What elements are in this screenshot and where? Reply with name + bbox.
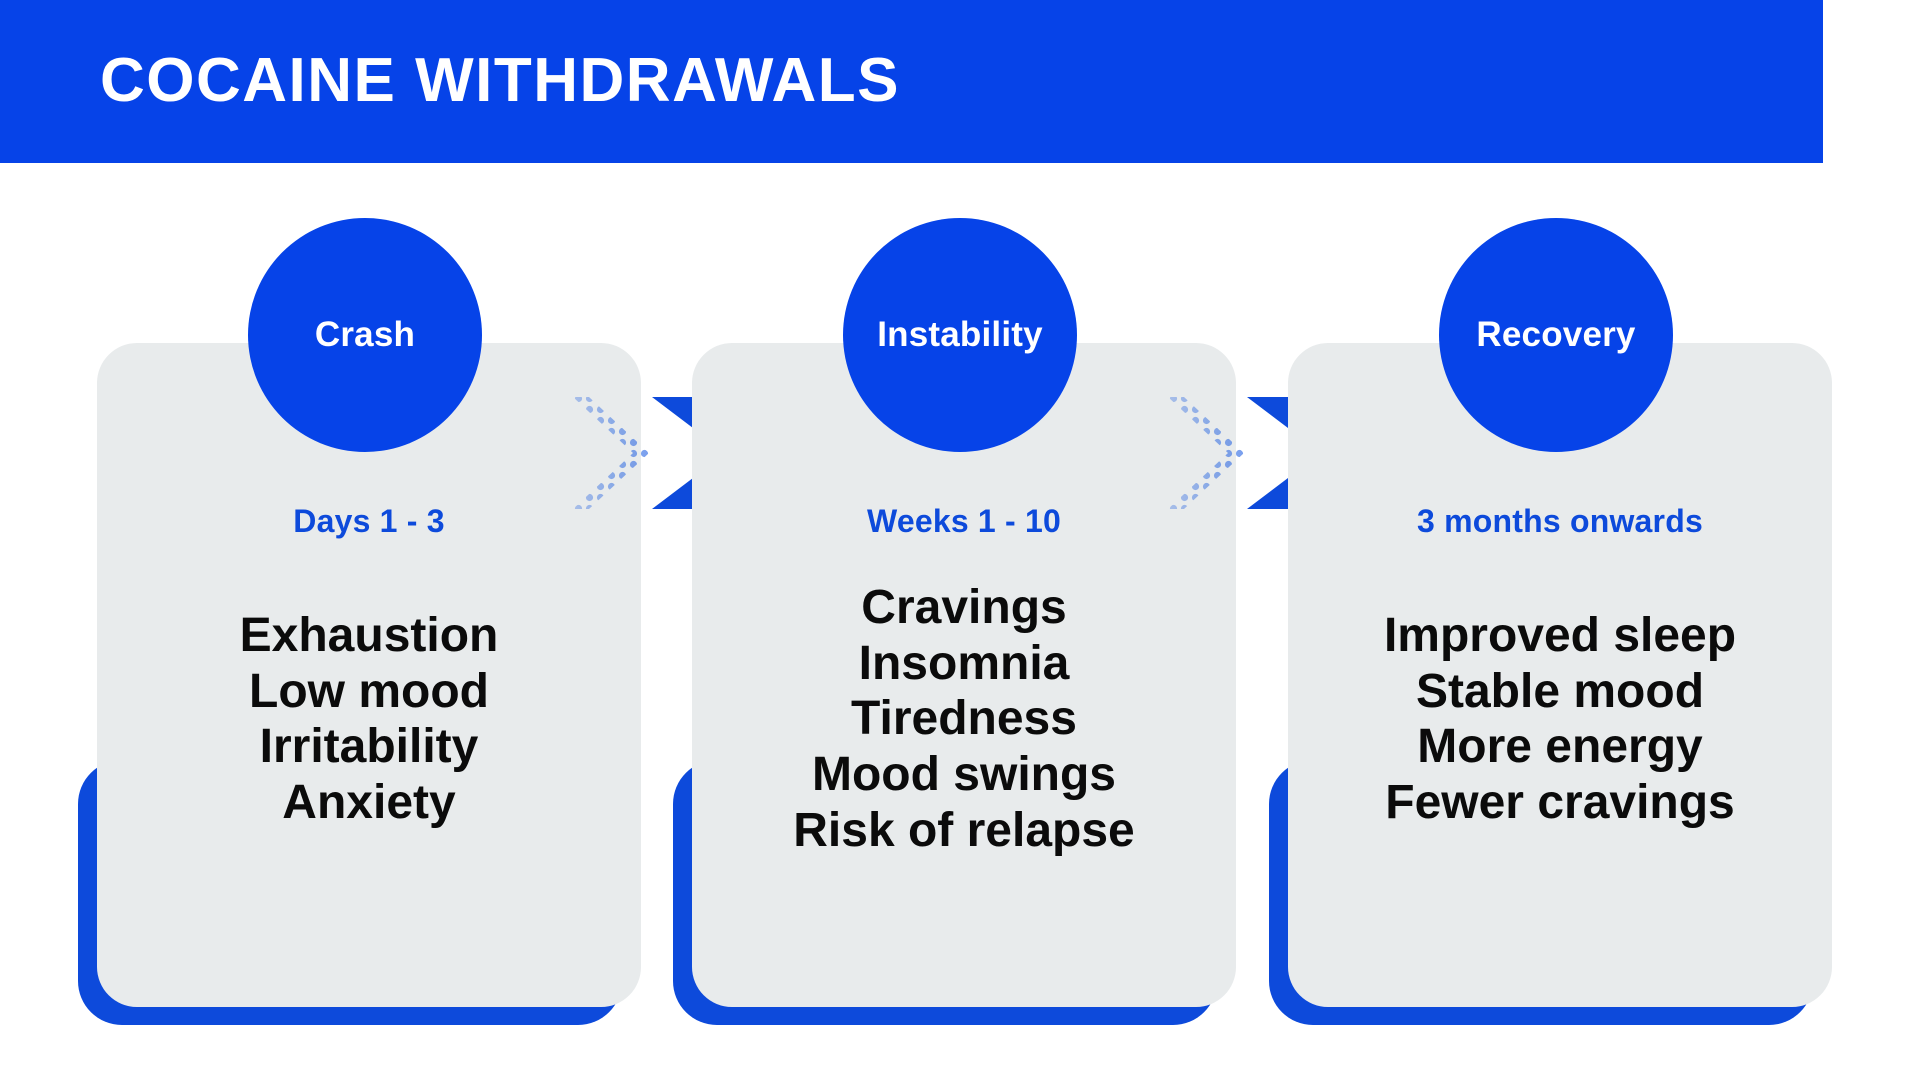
stage-name-label: Crash bbox=[314, 315, 416, 354]
page-title: COCAINE WITHDRAWALS bbox=[100, 46, 901, 115]
stage-card bbox=[692, 343, 1236, 1007]
header-bar: COCAINE WITHDRAWALS bbox=[0, 0, 1823, 163]
stage-instability: Weeks 1 - 10 Cravings Insomnia Tiredness… bbox=[673, 0, 1236, 1080]
stage-badge-circle: Crash bbox=[248, 218, 482, 452]
stage-name-label: Recovery bbox=[1476, 315, 1636, 354]
list-item: Low mood bbox=[249, 664, 489, 718]
list-item: Improved sleep bbox=[1383, 609, 1737, 662]
stage-badge-circle: Instability bbox=[843, 218, 1077, 452]
list-item: More energy bbox=[1417, 720, 1703, 774]
stage-name-label: Instability bbox=[877, 315, 1043, 354]
stage-badge-circle: Recovery bbox=[1439, 218, 1673, 452]
list-item: Fewer cravings bbox=[1385, 776, 1735, 830]
list-item: Tiredness bbox=[851, 692, 1077, 746]
list-item: Mood swings bbox=[812, 748, 1116, 802]
stage-crash: Days 1 - 3 Exhaustion Low mood Irritabil… bbox=[78, 0, 641, 1080]
list-item: Anxiety bbox=[282, 776, 456, 830]
stage-symptom-list: Exhaustion Low mood Irritability Anxiety bbox=[97, 608, 641, 831]
stage-symptom-list: Improved sleep Stable mood More energy F… bbox=[1288, 608, 1832, 831]
list-item: Irritability bbox=[259, 720, 479, 774]
list-item: Stable mood bbox=[1415, 664, 1705, 718]
stage-duration: 3 months onwards bbox=[1417, 503, 1703, 539]
stage-symptom-list: Cravings Insomnia Tiredness Mood swings … bbox=[692, 580, 1236, 858]
list-item: Risk of relapse bbox=[793, 803, 1135, 857]
stage-recovery: 3 months onwards Improved sleep Stable m… bbox=[1269, 0, 1832, 1080]
list-item: Cravings bbox=[861, 581, 1067, 634]
stage-duration: Weeks 1 - 10 bbox=[867, 503, 1061, 539]
list-item: Insomnia bbox=[858, 636, 1070, 690]
stage-duration: Days 1 - 3 bbox=[293, 503, 445, 539]
list-item: Exhaustion bbox=[239, 609, 499, 662]
stage-card bbox=[1288, 343, 1832, 1007]
stage-card bbox=[97, 343, 641, 1007]
